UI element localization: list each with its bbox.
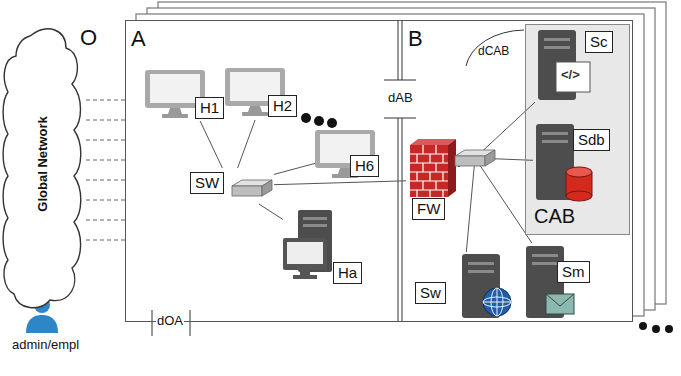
actor-label: admin/empl <box>12 338 79 353</box>
hub-switch-icon <box>455 150 495 166</box>
network-link <box>86 240 125 241</box>
cloud-label: Global Network <box>36 116 51 211</box>
node-label: SW <box>190 172 224 194</box>
network-link <box>86 220 125 221</box>
distance-arc <box>466 30 524 66</box>
admin-host-node: Ha <box>283 206 365 286</box>
server-node: Sc <box>535 27 615 103</box>
code-server-icon <box>538 30 590 100</box>
cab-fill <box>525 24 630 235</box>
connector-line <box>259 204 283 220</box>
firewall-node: FW <box>406 136 458 224</box>
page-front <box>125 20 633 322</box>
zone-box: A H1 H2H6SW Ha <box>125 20 400 322</box>
server-node: Sm <box>523 243 593 321</box>
network-link <box>86 180 125 181</box>
cloud-outline <box>3 29 81 308</box>
node-label: H6 <box>350 155 379 177</box>
host-node: H2 <box>225 66 305 120</box>
host-node: H6 <box>315 128 385 180</box>
zone-box: B FW CAB ScSdbSw Sm <box>402 20 633 322</box>
connector-line <box>458 158 532 243</box>
node-label: Sw <box>415 282 446 304</box>
firewall-icon <box>410 139 456 197</box>
connector-line <box>274 181 406 185</box>
server-node: Sw <box>413 252 513 322</box>
network-cloud: Global Network <box>0 18 86 310</box>
node-label: Ha <box>333 262 362 284</box>
node-label: H2 <box>268 95 297 117</box>
network-link <box>86 160 125 161</box>
stacked-pages <box>125 2 666 322</box>
cab-box: CAB ScSdb <box>525 24 630 235</box>
network-link <box>86 120 125 121</box>
dimension-label: dCAB <box>478 45 509 59</box>
node-label: Sdb <box>573 129 610 151</box>
ellipsis-dots <box>301 113 337 128</box>
node-label: FW <box>412 198 445 220</box>
dimension-label: dAB <box>387 91 414 106</box>
zone-divider <box>398 20 402 322</box>
organization-frame: OAH1H2H6SWHaBFWCABScSdbSwSm <box>125 20 633 322</box>
dimension-ticks <box>152 80 416 336</box>
network-link <box>86 100 125 101</box>
node-label: H1 <box>195 97 224 119</box>
connector-line <box>458 158 475 252</box>
node-heading: CAB <box>534 205 575 228</box>
dimension-label: dOA <box>156 314 184 329</box>
switch-node: SW <box>188 168 274 204</box>
connector-line <box>238 120 256 168</box>
node-heading: B <box>408 26 423 51</box>
connector-line <box>274 163 315 174</box>
network-link <box>86 140 125 141</box>
host-node: H1 <box>145 68 230 121</box>
node-heading: A <box>131 26 146 51</box>
web-server-icon <box>462 254 511 318</box>
code-symbol: </> <box>561 68 580 83</box>
server-node: Sdb <box>533 121 623 203</box>
node-heading: O <box>80 25 97 50</box>
node-label: Sm <box>557 261 590 283</box>
switch-icon <box>232 180 272 196</box>
node-label: Sc <box>585 31 613 53</box>
admin-workstation-icon <box>283 210 332 279</box>
connector-line <box>200 121 222 168</box>
network-link <box>86 200 125 201</box>
ellipsis-dots <box>639 322 673 333</box>
